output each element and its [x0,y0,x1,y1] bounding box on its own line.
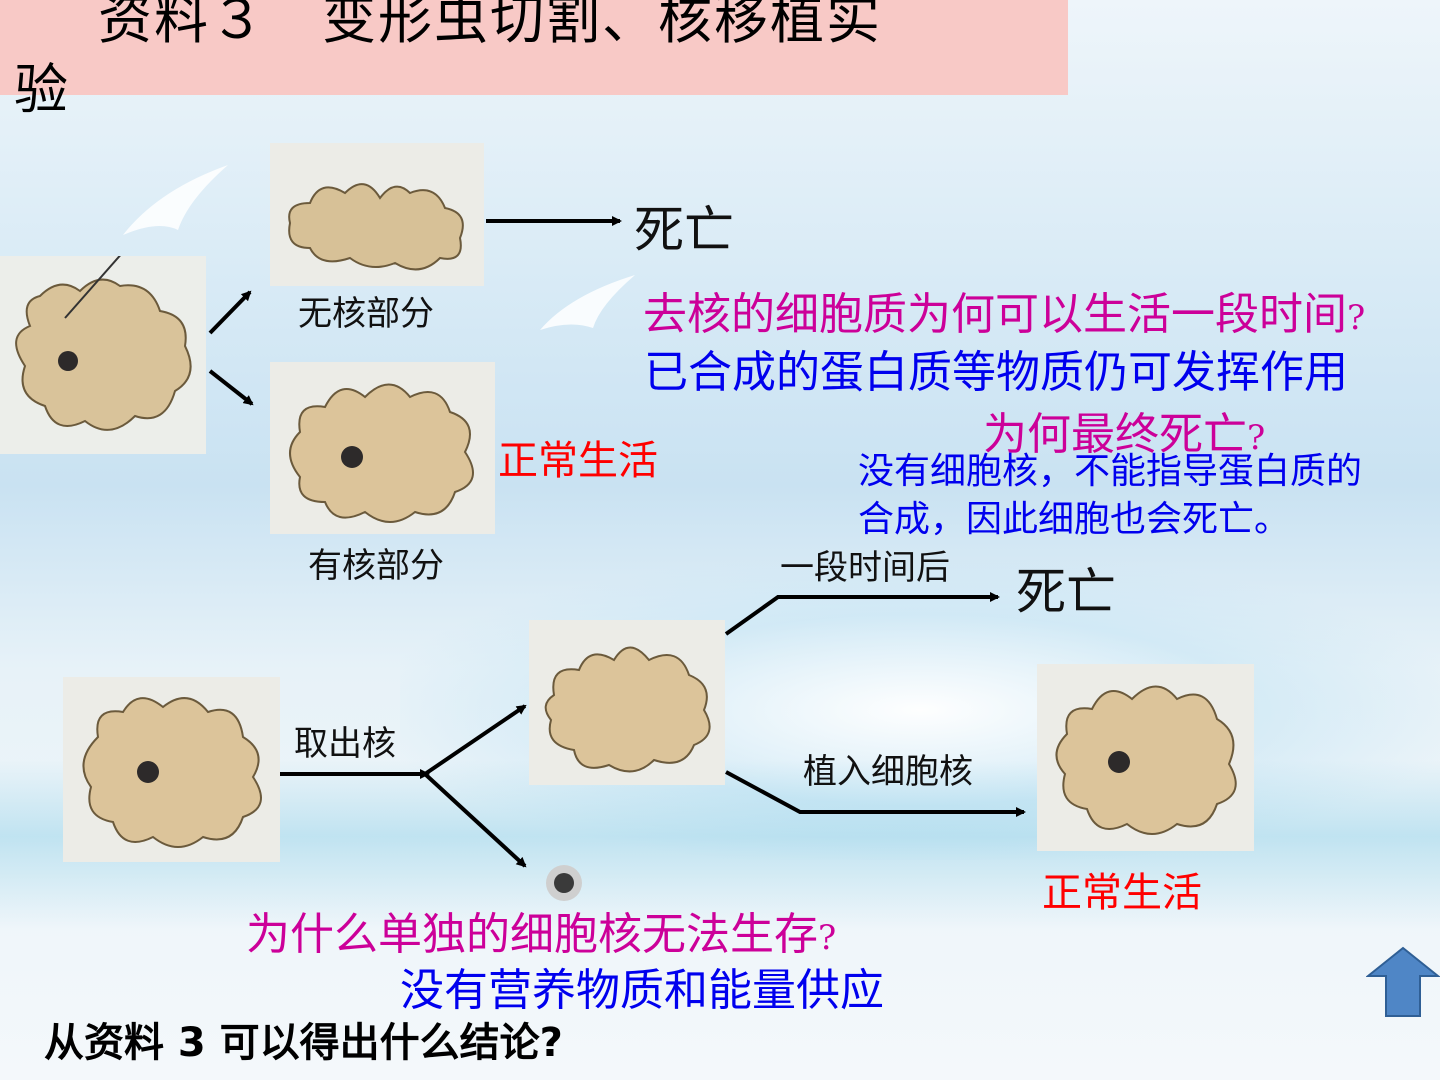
slide-title: 资料３ 变形虫切割、核移植实 [98,0,882,51]
result-death-lower: 死亡 [1016,563,1116,621]
question-mark: ? [1347,298,1366,338]
bird-decoration-icon [540,275,635,330]
answer-why-die-line1: 没有细胞核，不能指导蛋白质的 [858,451,1363,492]
enucleated-amoeba-image [270,143,484,286]
answer-why-die-line2: 合成，因此细胞也会死亡。 [858,499,1291,540]
label-implant-nucleus: 植入细胞核 [803,752,973,792]
question-mark: ? [1247,418,1266,458]
question-mark: ? [818,918,837,958]
question-cytoplasm-text: 去核的细胞质为何可以生活一段时间 [643,289,1347,340]
label-no-nucleus: 无核部分 [298,294,434,334]
label-remove-nucleus: 取出核 [294,724,396,764]
nucleated-amoeba-part-image [270,362,495,534]
bird-decoration-icon [123,165,228,235]
question-nucleus-alone-text: 为什么单独的细胞核无法生存 [246,909,818,960]
conclusion-question: 从资料 3 可以得出什么结论? [44,1020,563,1066]
answer-cytoplasm: 已合成的蛋白质等物质仍可发挥作用 [644,347,1348,398]
question-why-die-text: 为何最终死亡 [983,409,1247,460]
question-why-die: 为何最终死亡? [983,398,1265,462]
up-arrow-icon[interactable] [1366,946,1440,1018]
answer-nucleus-alone: 没有营养物质和能量供应 [400,965,884,1016]
question-nucleus-alone: 为什么单独的细胞核无法生存? [246,898,836,962]
result-death-upper: 死亡 [634,201,734,259]
label-with-nucleus: 有核部分 [308,546,444,586]
amoeba-being-cut-image [0,256,206,454]
amoeba-without-nucleus-image [529,620,725,785]
isolated-nucleus-image [543,862,585,904]
result-normal-upper: 正常生活 [498,438,658,484]
question-cytoplasm: 去核的细胞质为何可以生活一段时间? [643,278,1365,342]
result-normal-lower: 正常生活 [1042,870,1202,916]
whole-amoeba-image [63,677,280,862]
slide-title-continued: 验 [14,58,68,121]
label-after-time: 一段时间后 [780,548,950,588]
amoeba-with-implanted-nucleus-image [1037,664,1254,851]
title-banner [0,0,1068,95]
